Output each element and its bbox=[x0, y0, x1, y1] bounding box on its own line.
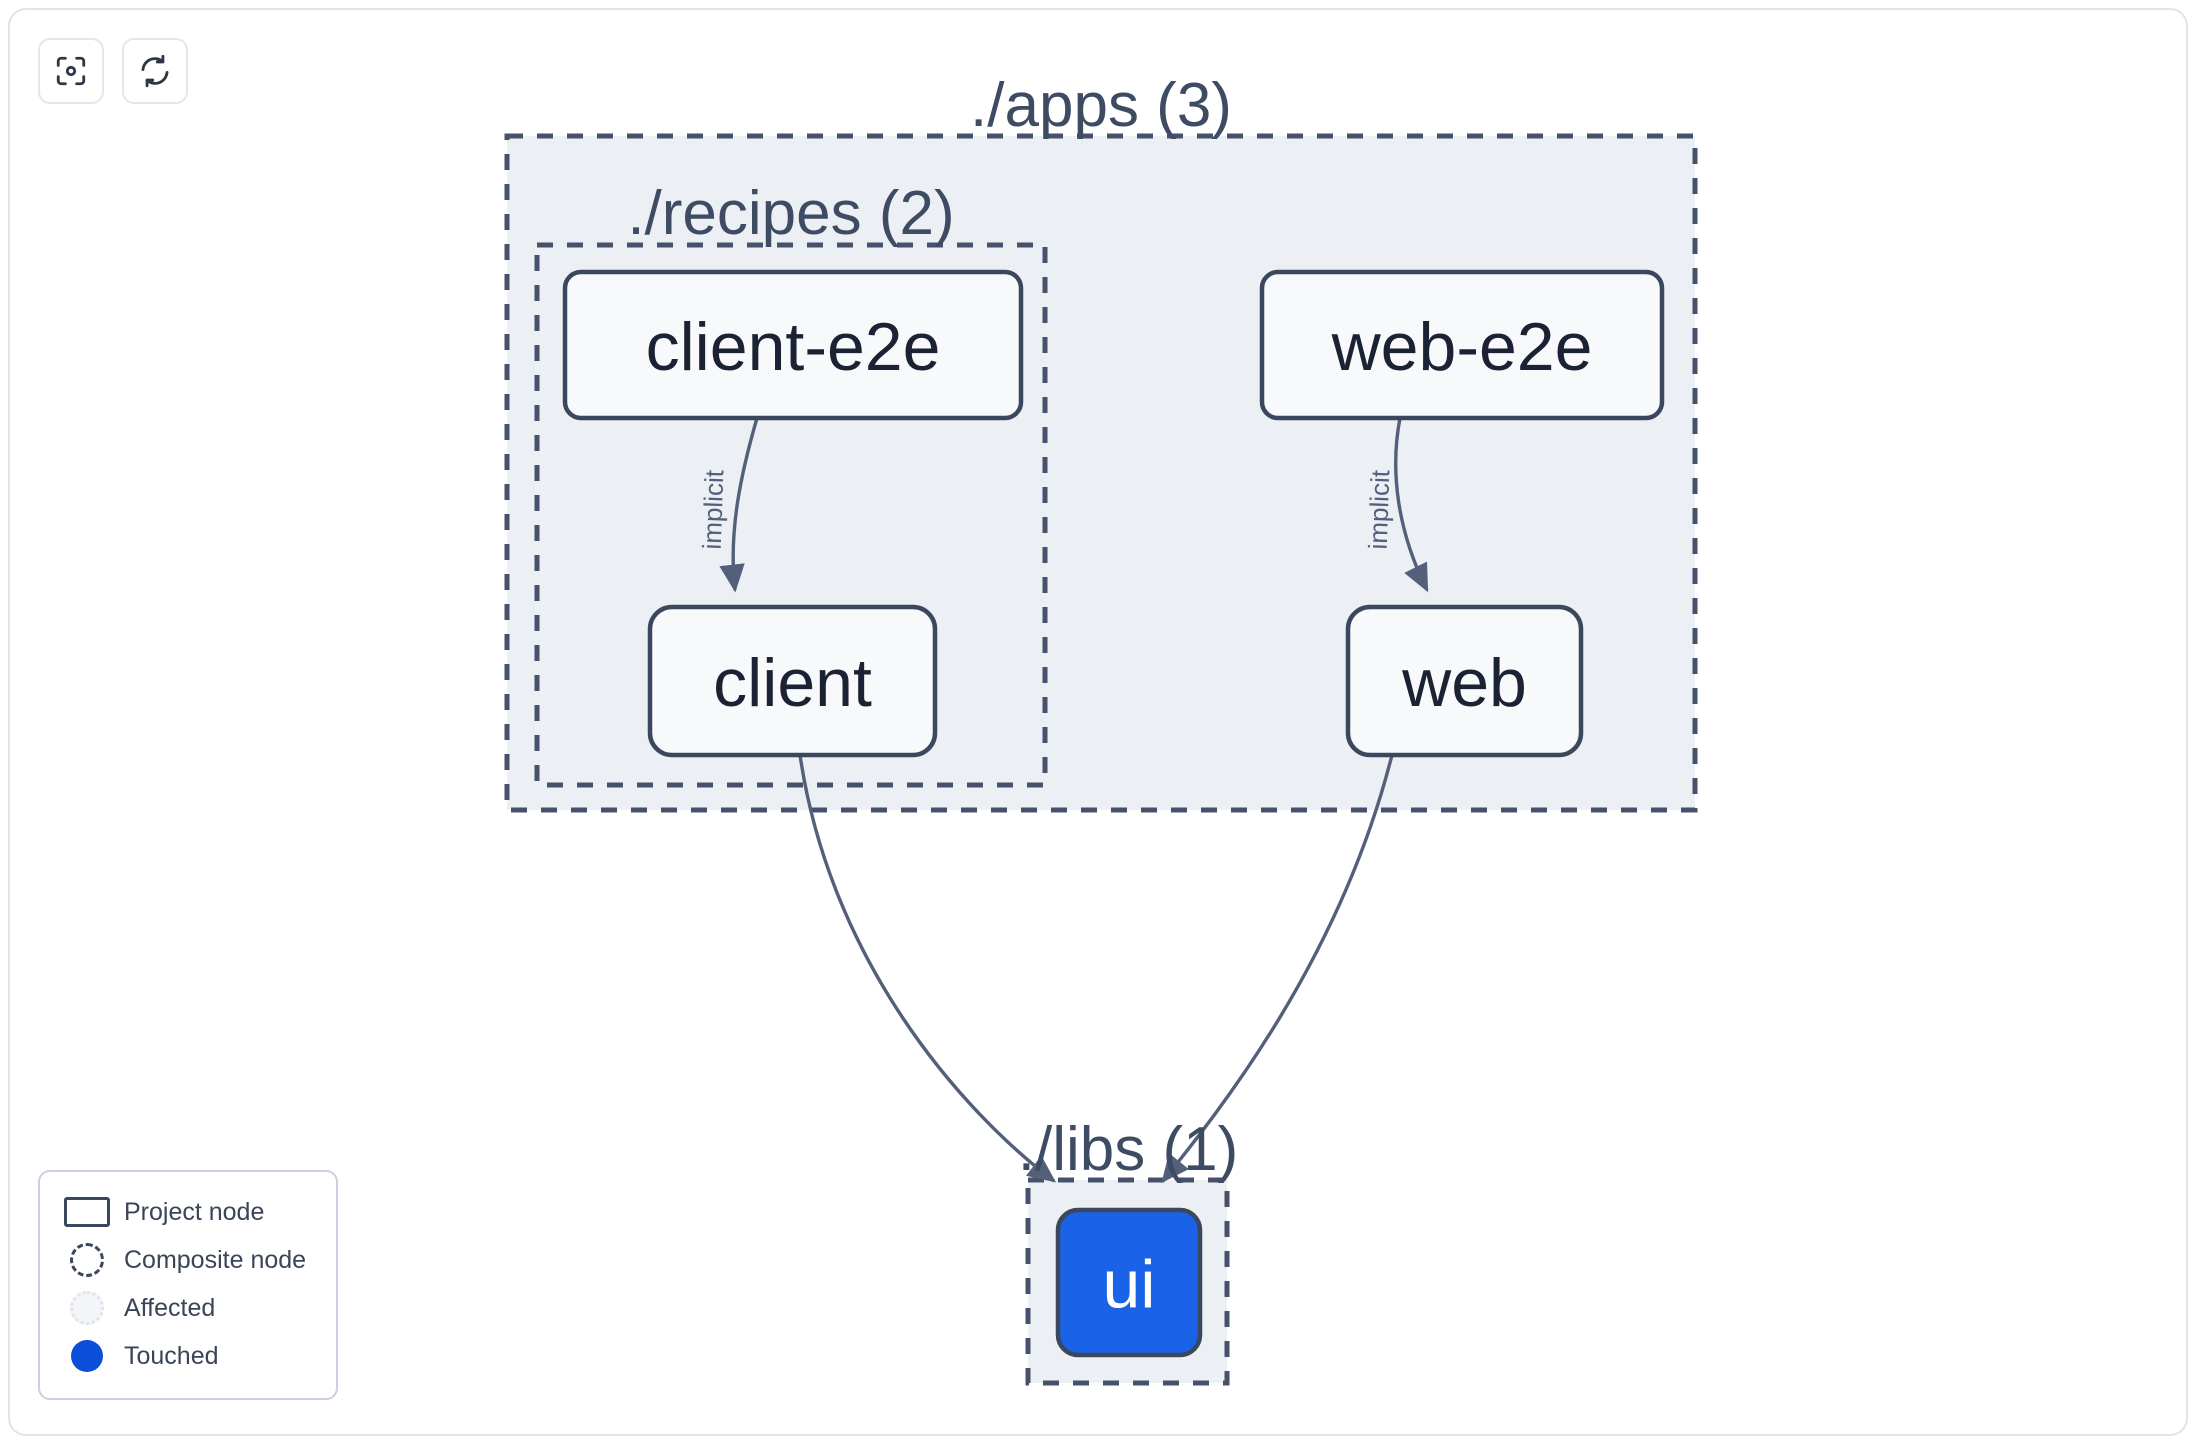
graph-legend: Project node Composite node Affected Tou… bbox=[38, 1170, 338, 1400]
edge-client-e2e-to-client[interactable] bbox=[719, 417, 759, 593]
edge-client-to-ui[interactable] bbox=[798, 754, 1057, 1183]
legend-label: Composite node bbox=[124, 1245, 307, 1274]
node-rect-client-e2e[interactable] bbox=[562, 269, 1024, 421]
edge-web-to-ui[interactable] bbox=[1161, 754, 1394, 1183]
touched-node-icon bbox=[60, 1340, 114, 1372]
legend-item-touched: Touched bbox=[60, 1332, 316, 1380]
graph-edges bbox=[719, 417, 1429, 1183]
legend-item-project-node: Project node bbox=[60, 1188, 316, 1236]
project-node-icon bbox=[60, 1197, 114, 1227]
node-web[interactable]: web bbox=[1345, 604, 1584, 758]
legend-label: Project node bbox=[124, 1197, 265, 1226]
legend-label: Touched bbox=[124, 1341, 219, 1370]
refresh-graph-button[interactable] bbox=[122, 38, 188, 104]
affected-node-icon bbox=[60, 1291, 114, 1325]
node-rect-client[interactable] bbox=[647, 604, 938, 758]
focus-target-icon bbox=[54, 54, 88, 88]
edge-web-e2e-to-web[interactable] bbox=[1394, 417, 1429, 593]
node-web-e2e[interactable]: web-e2e bbox=[1259, 269, 1665, 421]
composite-node-icon bbox=[60, 1243, 114, 1277]
legend-item-affected: Affected bbox=[60, 1284, 316, 1332]
node-client-e2e[interactable]: client-e2e bbox=[562, 269, 1024, 421]
node-rect-web[interactable] bbox=[1345, 604, 1584, 758]
node-ui[interactable]: ui bbox=[1055, 1207, 1203, 1358]
node-client[interactable]: client bbox=[647, 604, 938, 758]
legend-item-composite-node: Composite node bbox=[60, 1236, 316, 1284]
node-rect-web-e2e[interactable] bbox=[1259, 269, 1665, 421]
legend-label: Affected bbox=[124, 1293, 216, 1322]
refresh-sync-icon bbox=[138, 54, 172, 88]
node-rect-ui[interactable] bbox=[1055, 1207, 1203, 1358]
graph-toolbar bbox=[38, 38, 188, 104]
focus-graph-button[interactable] bbox=[38, 38, 104, 104]
